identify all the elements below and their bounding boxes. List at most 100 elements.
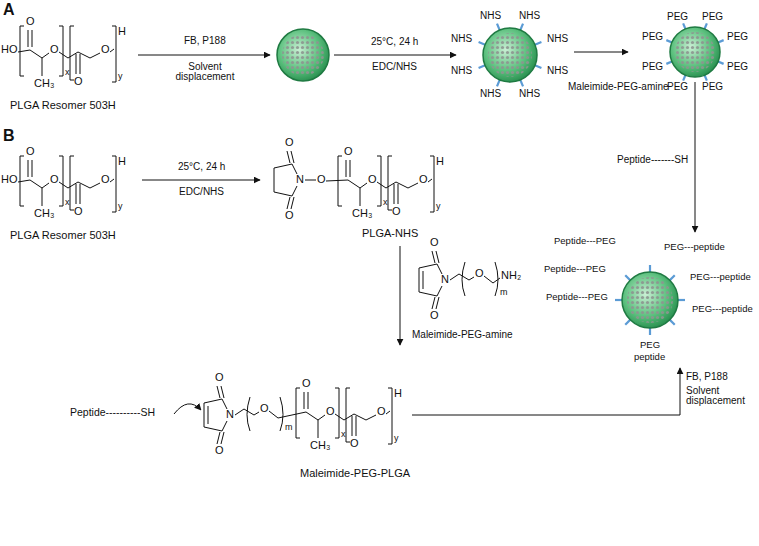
bracket [280, 397, 283, 431]
text-label: O [344, 146, 353, 157]
text-label: PEG---peptide [692, 304, 753, 314]
ring-bond [274, 164, 297, 196]
ring-bond [204, 399, 227, 431]
text-label: O [101, 44, 110, 55]
bond-line [59, 182, 78, 188]
text-label: Maleimide-PEG-amine [412, 330, 513, 340]
bond-line [394, 184, 398, 204]
carbonyl-bond [217, 386, 224, 398]
bond-line [360, 188, 361, 206]
bond-line [326, 180, 348, 181]
bond-line [335, 388, 339, 438]
text-label: NHS [519, 89, 540, 99]
text-label: O [419, 174, 428, 185]
bond-line [348, 180, 367, 188]
bond-line [428, 179, 432, 182]
text-label: PLGA Resomer 503H [10, 100, 116, 111]
peg-bond [269, 411, 278, 418]
text-label: PEG [702, 12, 723, 22]
bond-line [354, 414, 376, 420]
bond-line [18, 180, 30, 182]
plga-structure [296, 388, 392, 444]
bond-line [70, 26, 74, 80]
bond-line [335, 414, 354, 420]
text-label: x [341, 430, 346, 439]
text-label: NHS [480, 11, 501, 21]
bond-line [28, 160, 32, 177]
bond-line [377, 182, 396, 188]
nanoparticle [277, 29, 329, 81]
drug-core [627, 277, 673, 323]
bond-line [278, 412, 306, 418]
text-label: H [394, 388, 402, 399]
bond-line [28, 30, 32, 47]
text-label: NHS [451, 66, 472, 76]
reaction-arrow [400, 246, 401, 345]
reaction-arrows [138, 52, 695, 415]
text-label: m [285, 423, 293, 432]
text-label: 25°C, 24 h [371, 37, 418, 47]
bond-line [30, 180, 49, 188]
text-label: Peptide---PEG [546, 292, 608, 302]
carbonyl-bond [287, 151, 294, 163]
text-label: Solvent displacement [163, 62, 247, 82]
nanoparticle [483, 28, 537, 82]
bond-line [377, 156, 381, 206]
drug-core [675, 32, 715, 72]
bond-line [352, 416, 356, 436]
text-label: peptide [634, 352, 665, 362]
bond-line [110, 49, 114, 52]
bond-line [296, 388, 300, 438]
text-label: EDC/NHS [372, 62, 417, 72]
text-label: PLGA-NHS [362, 228, 418, 239]
bond-line [338, 156, 342, 206]
text-label: Peptide---PEG [554, 236, 616, 246]
bond-line [59, 26, 63, 76]
text-label: HO [1, 174, 18, 185]
text-label: O [317, 174, 326, 185]
text-label: O [26, 16, 35, 27]
text-label: m [500, 288, 508, 297]
text-label: y [118, 72, 123, 81]
text-label: CH₃ [310, 440, 330, 451]
text-label: O [302, 378, 311, 389]
text-label: PEG---peptide [664, 242, 725, 252]
text-label: O [430, 237, 439, 248]
text-label: PEG [640, 340, 660, 350]
carbonyl-bond [432, 297, 439, 309]
text-label: Solvent displacement [686, 386, 754, 406]
text-label: 25°C, 24 h [178, 162, 225, 172]
bond-line [42, 58, 43, 76]
plga-structure [338, 156, 434, 212]
double-bond [423, 271, 424, 289]
text-label: O [326, 406, 335, 417]
text-label: O [430, 310, 439, 321]
reaction-arrow [138, 55, 270, 56]
text-label: O [101, 174, 110, 185]
bond-line [493, 278, 500, 283]
bond-line [70, 156, 74, 210]
text-label: y [394, 434, 399, 443]
nanoparticles [277, 23, 724, 335]
text-label: O [475, 268, 484, 279]
text-label: Peptide----------SH [70, 407, 155, 418]
bond-line [76, 54, 80, 74]
bond-line [112, 156, 116, 212]
text-label: y [118, 202, 123, 211]
bond-line [110, 179, 114, 182]
reaction-arrow [334, 55, 456, 56]
panel-letter: B [3, 128, 15, 144]
bond-line [318, 420, 319, 438]
text-label: y [436, 202, 441, 211]
nanoparticle [670, 27, 720, 77]
reaction-arrow [695, 82, 696, 232]
text-label: PEG [642, 32, 663, 42]
text-label: O [215, 445, 224, 456]
bracket [462, 262, 465, 296]
text-label: PEG [667, 82, 688, 92]
text-label: N [226, 409, 234, 420]
bond-line [305, 180, 316, 181]
bond-line [304, 392, 308, 409]
carbonyl-bond [287, 197, 294, 209]
